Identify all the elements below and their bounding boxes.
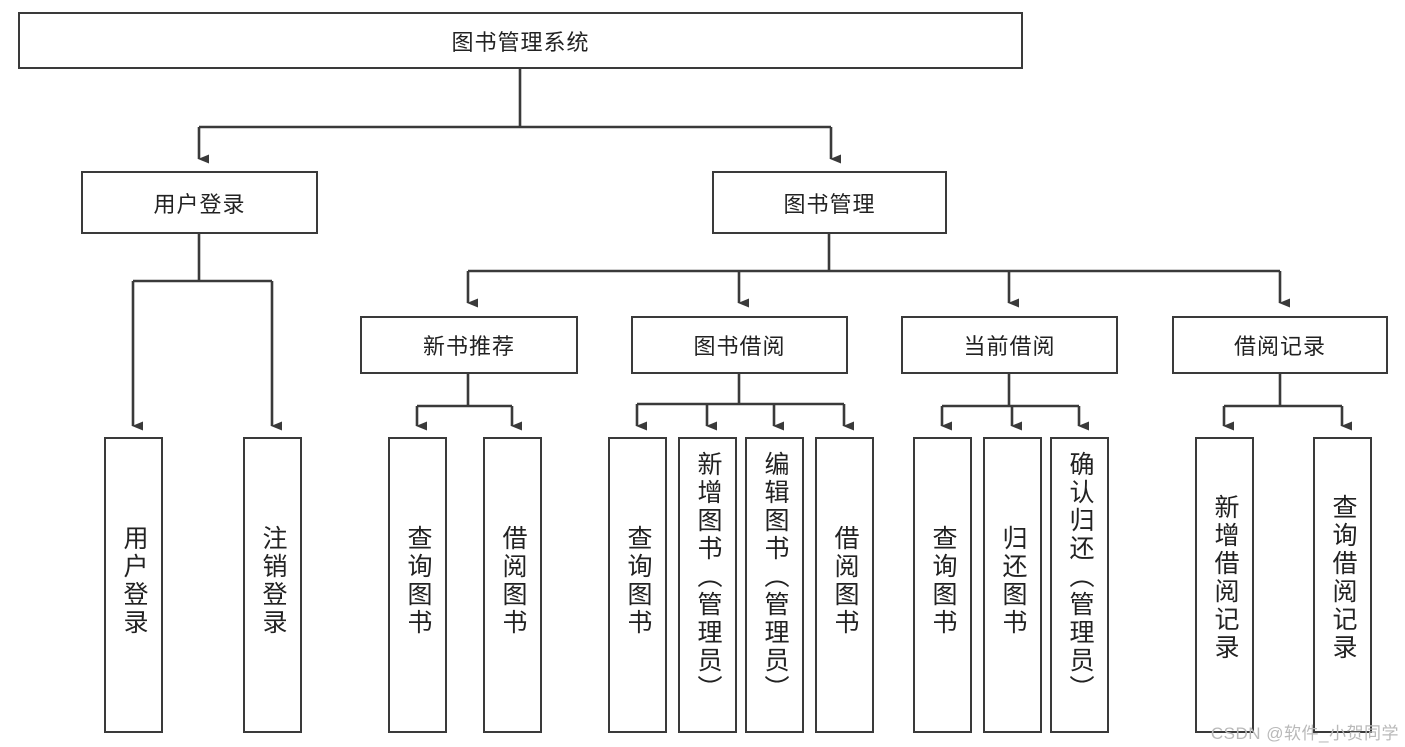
node-leaf-edit-book[interactable]: 编辑图书（管理员） (745, 437, 804, 733)
node-new-book-recommend-label: 新书推荐 (422, 334, 515, 359)
node-user-login[interactable]: 用户登录 (81, 171, 318, 234)
node-leaf-return-book[interactable]: 归还图书 (983, 437, 1042, 733)
node-new-book-recommend[interactable]: 新书推荐 (360, 316, 578, 374)
node-book-borrow-label: 图书借阅 (693, 334, 786, 359)
node-leaf-borrow-book-2-label: 借阅图书 (831, 525, 859, 637)
node-leaf-borrow-book-2[interactable]: 借阅图书 (815, 437, 874, 733)
node-leaf-query-book-2-label: 查询图书 (624, 525, 652, 637)
node-borrow-record[interactable]: 借阅记录 (1172, 316, 1388, 374)
node-current-borrow-label: 当前借阅 (963, 334, 1056, 359)
node-leaf-confirm-return[interactable]: 确认归还（管理员） (1050, 437, 1109, 733)
node-leaf-query-record-label: 查询借阅记录 (1329, 494, 1357, 662)
node-leaf-confirm-return-label: 确认归还（管理员） (1066, 451, 1094, 703)
node-leaf-add-record-label: 新增借阅记录 (1211, 494, 1239, 662)
node-leaf-user-login[interactable]: 用户登录 (104, 437, 163, 733)
node-leaf-user-login-label: 用户登录 (120, 525, 148, 637)
node-leaf-edit-book-label: 编辑图书（管理员） (761, 451, 789, 703)
node-root-label: 图书管理系统 (451, 29, 590, 55)
node-user-login-label: 用户登录 (153, 191, 246, 217)
node-book-manage-label: 图书管理 (783, 191, 876, 217)
node-leaf-query-record[interactable]: 查询借阅记录 (1313, 437, 1372, 733)
node-book-manage[interactable]: 图书管理 (712, 171, 947, 234)
node-book-borrow[interactable]: 图书借阅 (631, 316, 848, 374)
node-leaf-borrow-book-1[interactable]: 借阅图书 (483, 437, 542, 733)
node-leaf-return-book-label: 归还图书 (999, 525, 1027, 637)
node-leaf-logout-label: 注销登录 (259, 525, 287, 637)
node-leaf-add-record[interactable]: 新增借阅记录 (1195, 437, 1254, 733)
node-leaf-add-book-label: 新增图书（管理员） (694, 451, 722, 703)
node-leaf-logout[interactable]: 注销登录 (243, 437, 302, 733)
node-leaf-query-book-1[interactable]: 查询图书 (388, 437, 447, 733)
node-leaf-borrow-book-1-label: 借阅图书 (499, 525, 527, 637)
node-leaf-query-book-3-label: 查询图书 (929, 525, 957, 637)
node-leaf-query-book-2[interactable]: 查询图书 (608, 437, 667, 733)
node-leaf-add-book[interactable]: 新增图书（管理员） (678, 437, 737, 733)
watermark-text: CSDN @软件_小贺同学 (1210, 724, 1399, 743)
node-current-borrow[interactable]: 当前借阅 (901, 316, 1118, 374)
node-root[interactable]: 图书管理系统 (18, 12, 1023, 69)
node-borrow-record-label: 借阅记录 (1233, 334, 1326, 359)
node-leaf-query-book-3[interactable]: 查询图书 (913, 437, 972, 733)
node-leaf-query-book-1-label: 查询图书 (404, 525, 432, 637)
